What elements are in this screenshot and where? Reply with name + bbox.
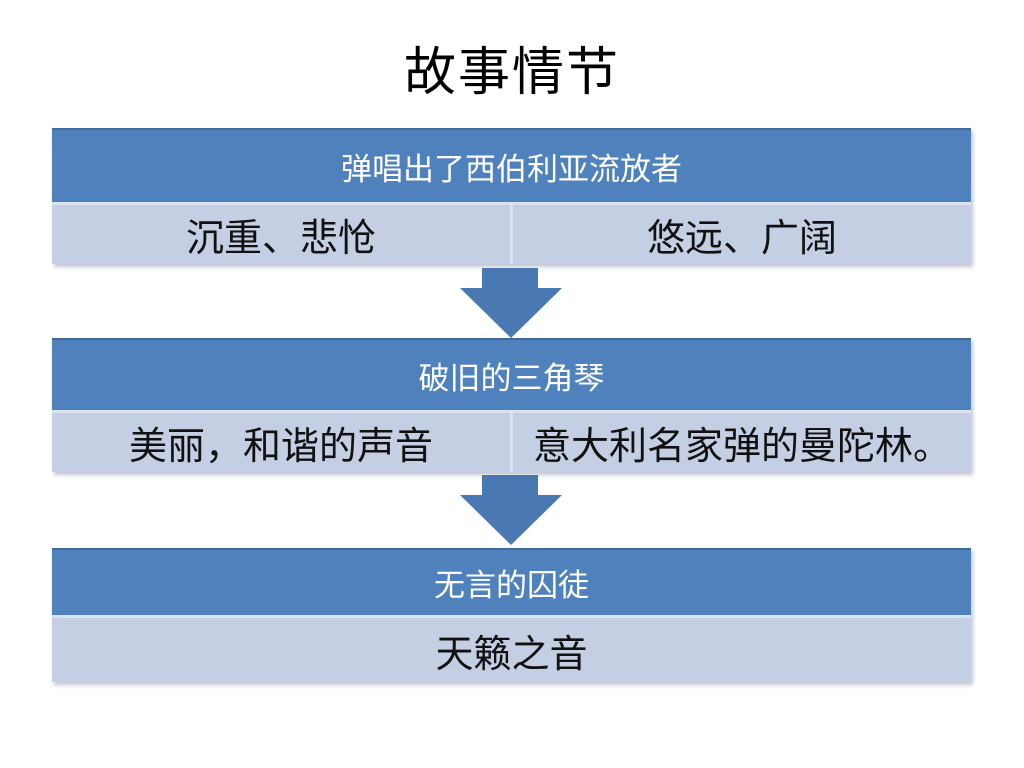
flow-box-1-cell-left: 沉重、悲怆 xyxy=(185,218,376,260)
flow-box-1: 弹唱出了西伯利亚流放者 沉重、悲怆 悠远、广阔 xyxy=(52,128,971,264)
flow-box-3-header: 无言的囚徒 xyxy=(52,548,971,615)
flow-box-2-header: 破旧的三角琴 xyxy=(52,338,971,410)
flow-box-2-body: 美丽，和谐的声音 意大利名家弹的曼陀林。 xyxy=(52,410,971,472)
flow-box-3: 无言的囚徒 天籁之音 xyxy=(52,548,971,682)
down-arrow-icon xyxy=(460,268,562,338)
slide-title: 故事情节 xyxy=(403,45,620,102)
flow-box-3-body: 天籁之音 xyxy=(52,615,971,682)
flow-box-2-cell-left: 美丽，和谐的声音 xyxy=(128,426,433,468)
flow-box-2-cell-right: 意大利名家弹的曼陀林。 xyxy=(510,413,971,472)
down-arrow-icon xyxy=(460,475,562,545)
flow-box-2: 破旧的三角琴 美丽，和谐的声音 意大利名家弹的曼陀林。 xyxy=(52,338,971,472)
flow-box-1-header: 弹唱出了西伯利亚流放者 xyxy=(52,128,971,202)
flow-box-1-body: 沉重、悲怆 悠远、广阔 xyxy=(52,202,971,264)
flow-box-3-cell: 天籁之音 xyxy=(435,633,588,676)
flow-box-1-cell-right: 悠远、广阔 xyxy=(510,205,971,264)
